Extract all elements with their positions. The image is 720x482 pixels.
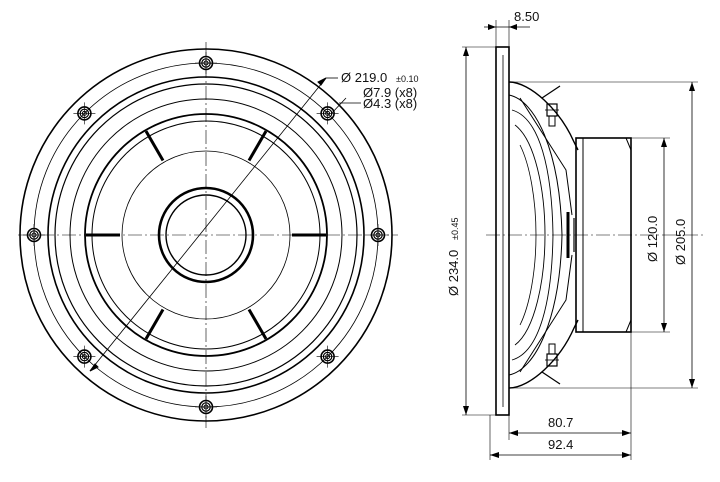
basket-spoke bbox=[247, 308, 268, 340]
mounting-hole bbox=[23, 224, 45, 246]
outer-diameter-label: Ø 234.0 bbox=[446, 250, 461, 296]
terminal-top bbox=[541, 85, 561, 127]
leader-arrow-lower bbox=[89, 363, 99, 372]
magnet-bevel-bottom bbox=[625, 319, 632, 333]
surround-inner-ring bbox=[69, 98, 343, 372]
total-depth-label: 92.4 bbox=[548, 437, 573, 452]
outer-hole-label: Ø7.9 (x8) bbox=[363, 85, 417, 100]
depth-to-magnet-label: 80.7 bbox=[548, 415, 573, 430]
terminal-bottom bbox=[541, 343, 561, 385]
inner-hole-label: Ø4.3 (x8) bbox=[363, 96, 417, 111]
basket-ring bbox=[84, 113, 328, 357]
dust-cap-outer bbox=[157, 186, 255, 284]
mounting-hole bbox=[367, 224, 389, 246]
basket-spoke bbox=[144, 130, 165, 162]
dust-cap-inner bbox=[165, 194, 247, 276]
front-view bbox=[18, 42, 398, 428]
dimension-arrowheads bbox=[463, 24, 695, 458]
mounting-holes bbox=[23, 52, 389, 418]
cone-mid-ring bbox=[121, 150, 291, 320]
outer-diameter-tolerance-label: ±0.45 bbox=[450, 218, 460, 240]
cone-curve-3 bbox=[514, 124, 546, 346]
diameter-leader-line bbox=[89, 77, 327, 372]
spoke-edge-bottom bbox=[519, 254, 573, 373]
mounting-hole bbox=[73, 102, 96, 125]
basket-spoke bbox=[247, 130, 268, 162]
basket-spoke bbox=[144, 308, 165, 340]
spoke-edge-top bbox=[519, 97, 573, 216]
frame-inner-ring bbox=[47, 76, 365, 394]
cone-curve-1 bbox=[508, 94, 563, 376]
side-view bbox=[462, 20, 706, 460]
surround-outer-ring bbox=[54, 83, 358, 387]
mount-circle-diameter-label: Ø 219.0 bbox=[341, 70, 387, 85]
cone-curve-2 bbox=[511, 109, 554, 361]
basket-spokes bbox=[86, 130, 326, 340]
front-flange bbox=[495, 46, 510, 416]
mount-circle-tolerance-label: ±0.10 bbox=[396, 74, 418, 84]
cone-curve-4 bbox=[519, 144, 537, 326]
basket-outline-top bbox=[508, 81, 579, 151]
mounting-hole bbox=[195, 396, 217, 418]
basket-outline-bottom bbox=[508, 319, 579, 389]
frame-outer-ring bbox=[19, 48, 393, 422]
flange-thickness-label: 8.50 bbox=[514, 9, 539, 24]
mounting-hole bbox=[195, 52, 217, 74]
cutout-diameter-label: Ø 205.0 bbox=[673, 219, 688, 265]
mounting-hole bbox=[316, 345, 339, 368]
magnet-bevel-top bbox=[625, 137, 632, 151]
hole-leader-1 bbox=[330, 97, 347, 115]
magnet-diameter-label: Ø 120.0 bbox=[645, 216, 660, 262]
mounting-hole bbox=[73, 345, 96, 368]
leader-arrow-upper bbox=[317, 77, 327, 86]
